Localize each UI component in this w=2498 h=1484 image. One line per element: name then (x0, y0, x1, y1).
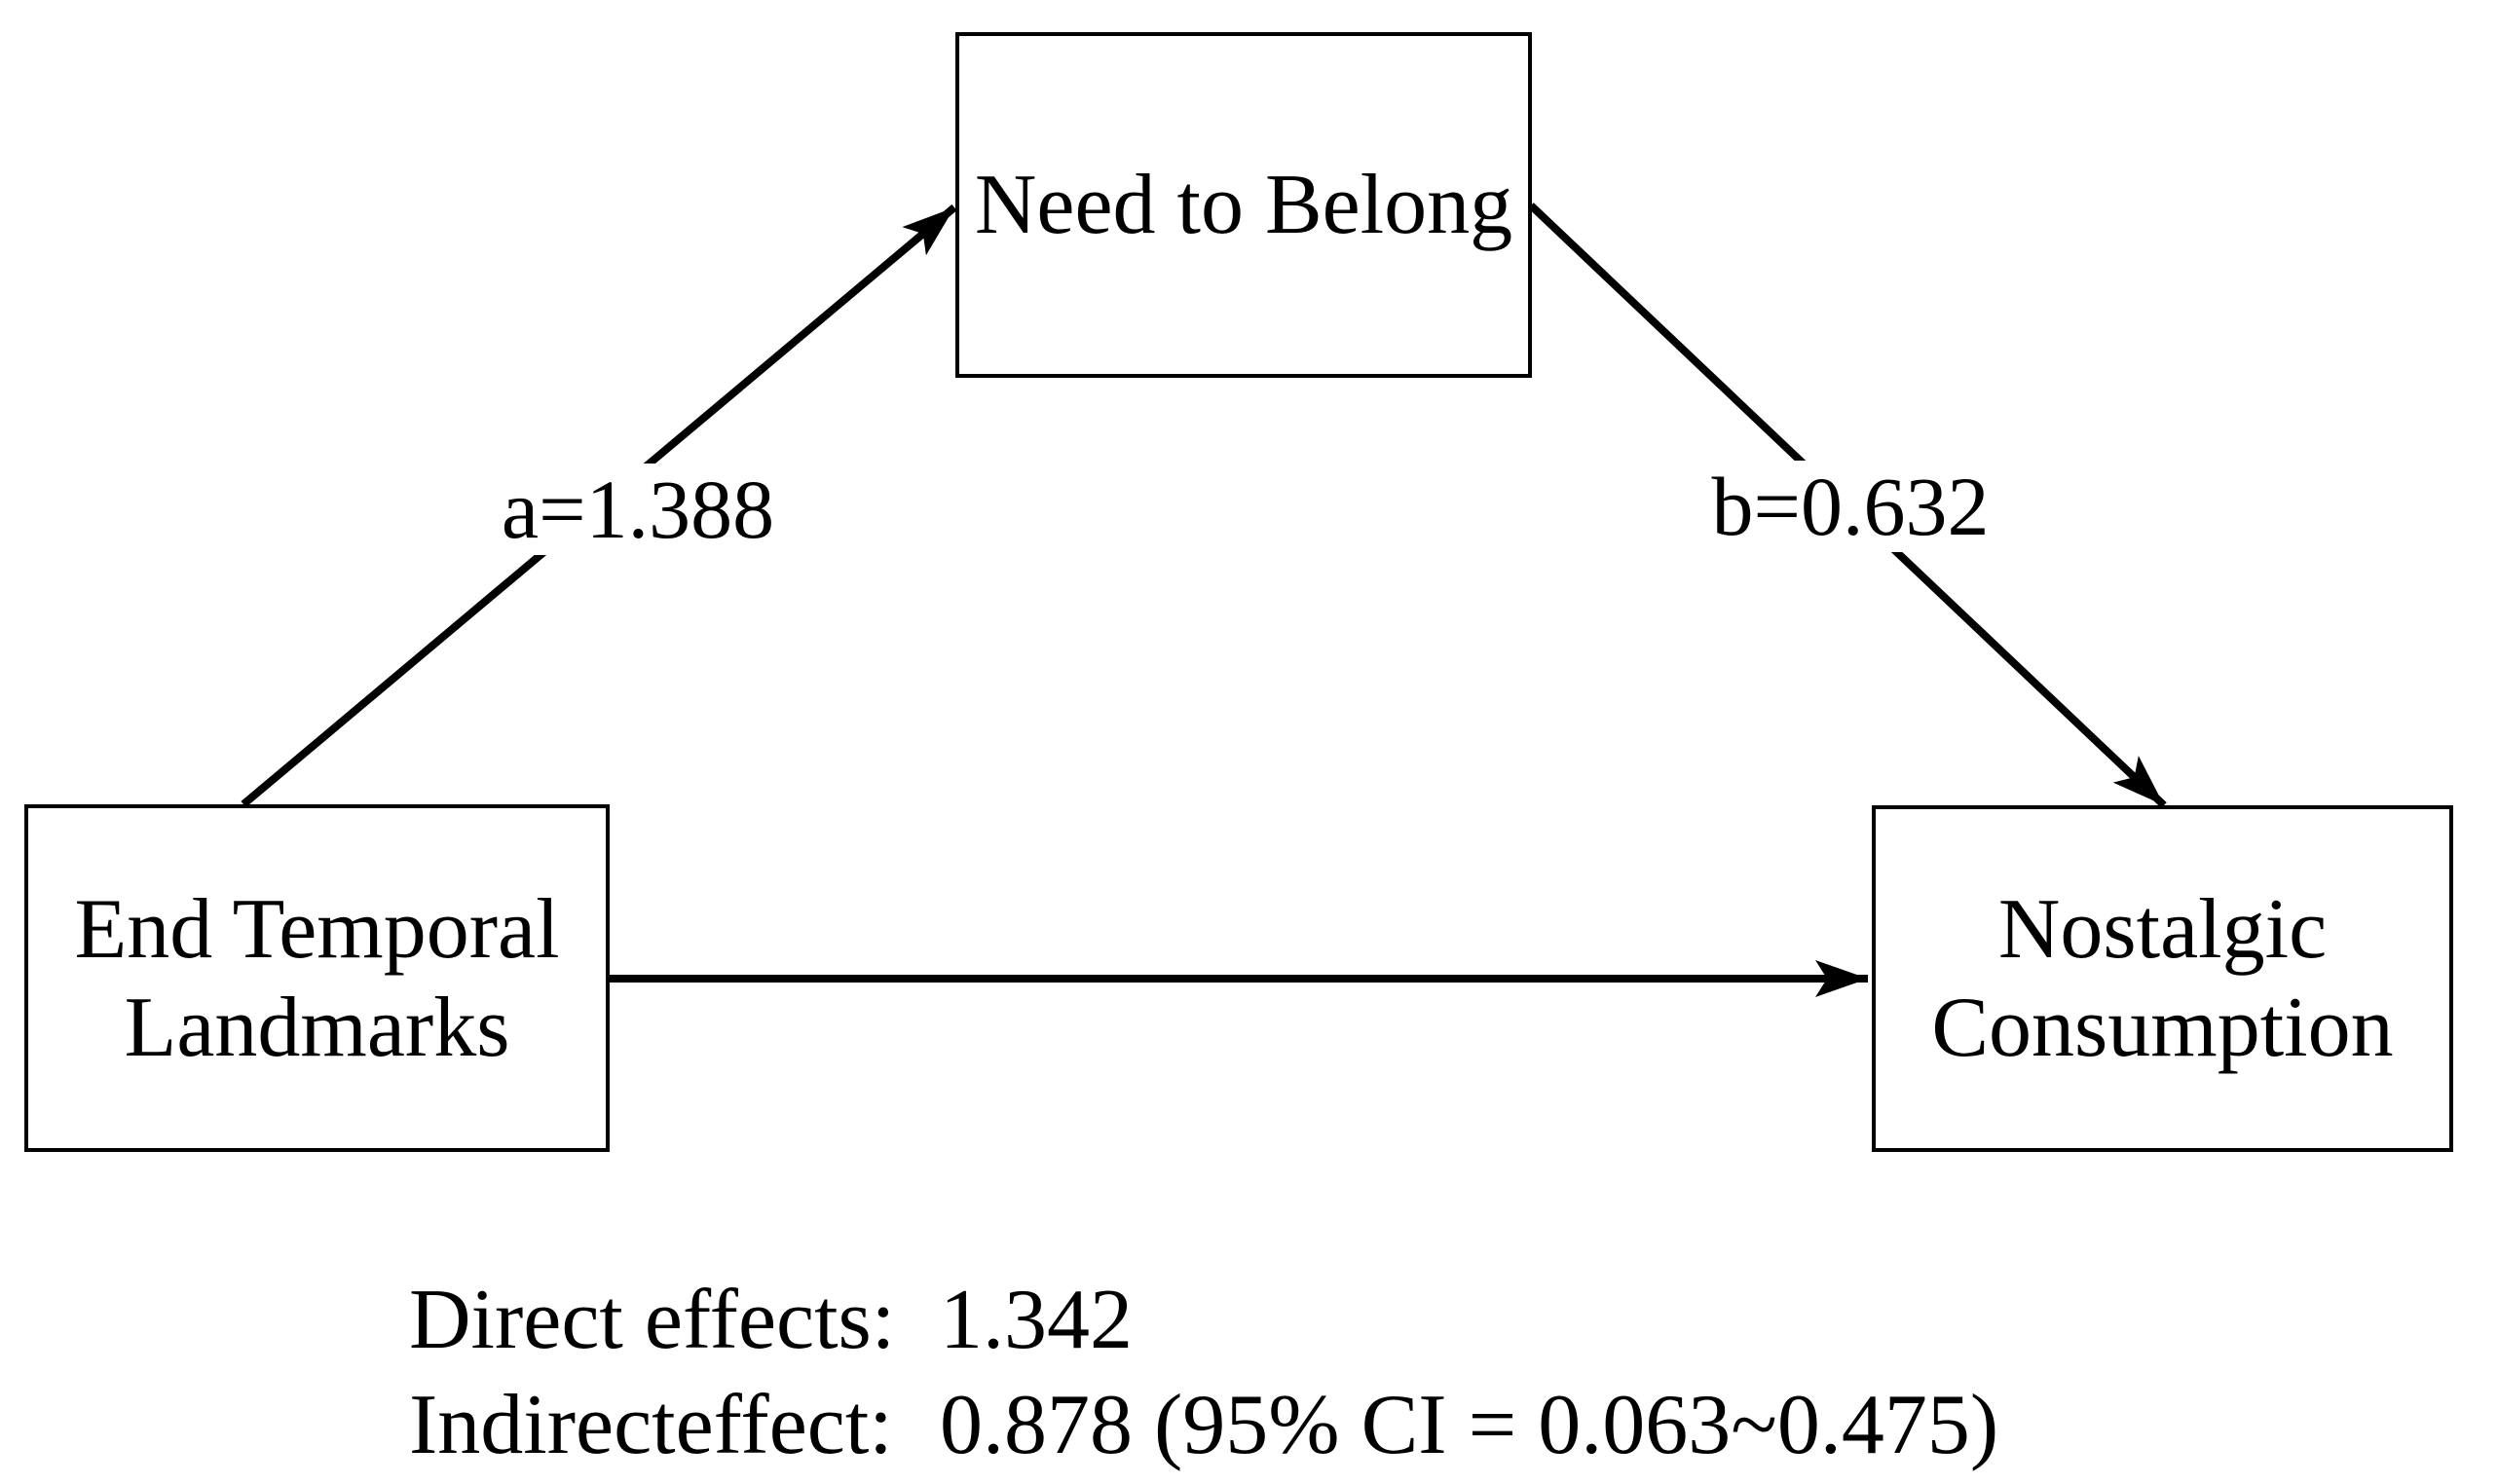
node-mediator-label: Need to Belong (974, 158, 1513, 252)
node-independent-label-line1: End Temporal (74, 881, 560, 977)
node-mediator-box: Need to Belong (955, 32, 1532, 378)
path-a-coefficient-label: a=1.388 (487, 464, 789, 555)
path-b-coefficient-label: b=0.632 (1697, 461, 2003, 552)
indirect-effect-row: Indirecteffect: 0.878 (95% CI = 0.063~0.… (409, 1373, 1998, 1478)
node-independent-box: End Temporal Landmarks (24, 804, 610, 1152)
indirect-effect-value: 0.878 (95% CI = 0.063~0.475) (940, 1378, 1999, 1472)
node-dependent-box: Nostalgic Consumption (1872, 805, 2453, 1152)
node-independent-label-line2: Landmarks (124, 980, 510, 1075)
indirect-effect-label: Indirecteffect: (409, 1378, 893, 1472)
direct-effect-row: Direct effects: 1.342 (409, 1268, 1998, 1373)
node-dependent-label-line2: Consumption (1931, 981, 2394, 1075)
direct-effect-label: Direct effects: (409, 1273, 896, 1367)
effects-summary: Direct effects: 1.342 Indirecteffect: 0.… (409, 1268, 1998, 1478)
node-dependent-label-line1: Nostalgic (1997, 882, 2328, 977)
direct-effect-value: 1.342 (940, 1273, 1133, 1367)
